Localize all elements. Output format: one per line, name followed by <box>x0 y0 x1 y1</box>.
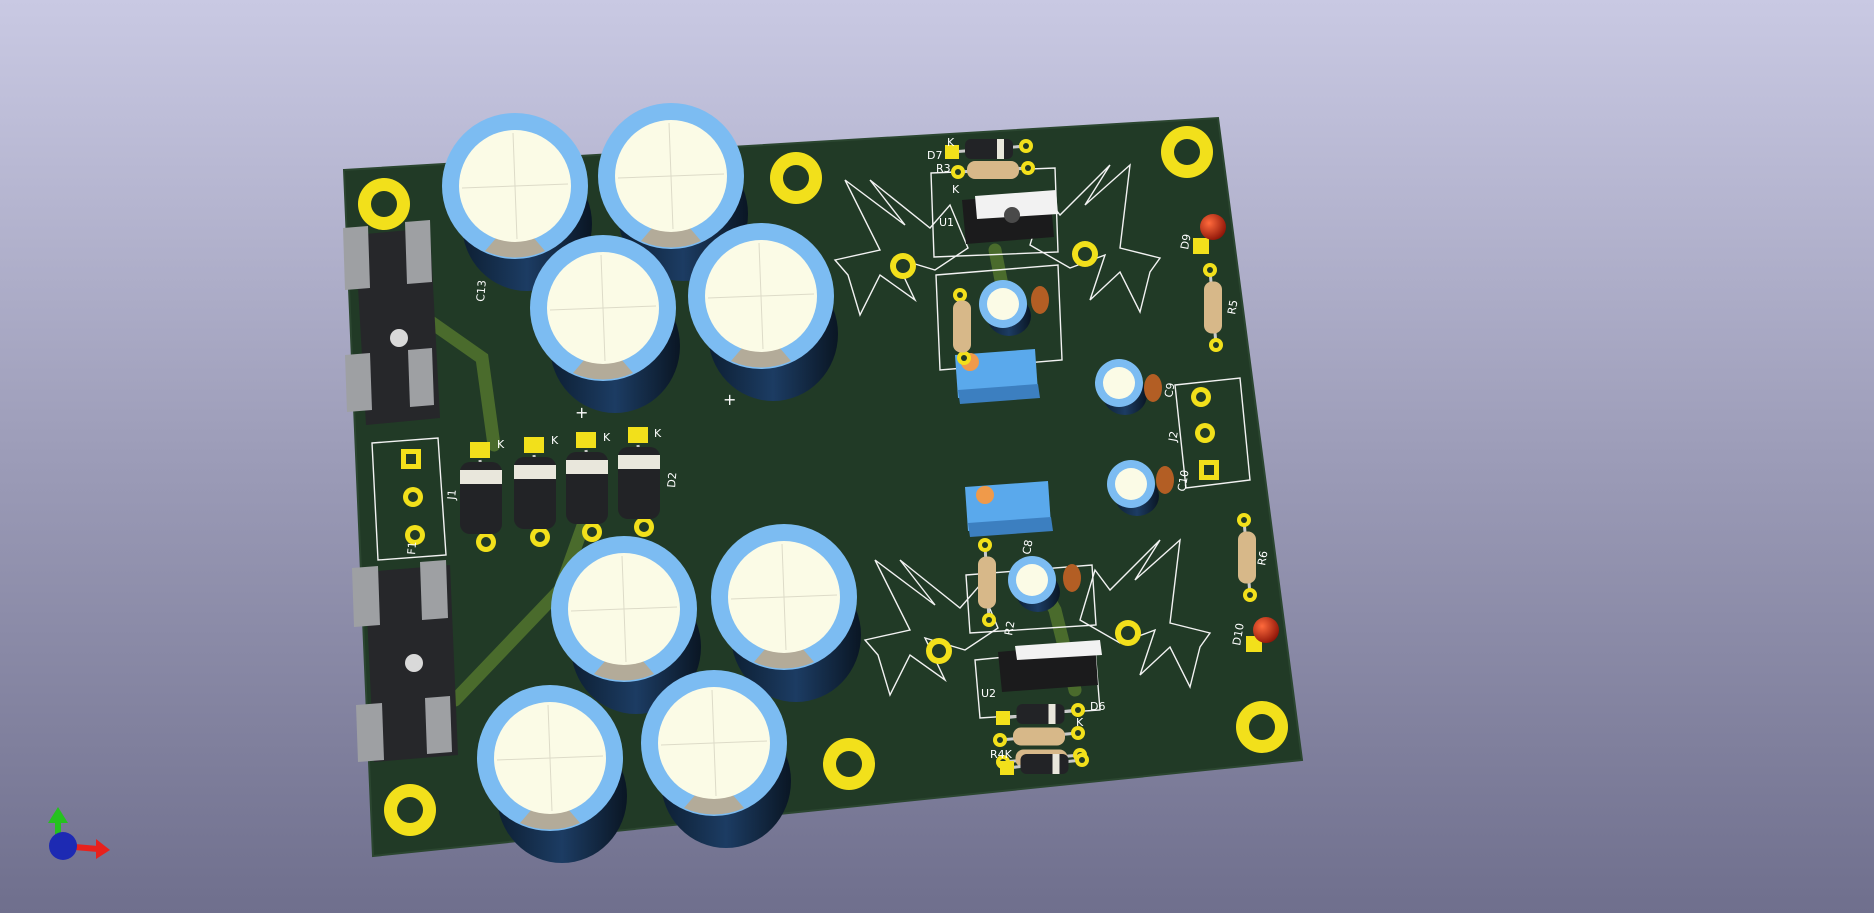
regulator-u2 <box>998 640 1102 692</box>
label-d2: D2 <box>665 472 679 489</box>
mounting-hole-1 <box>358 178 410 230</box>
electrolytic-capacitor-3 <box>530 235 680 413</box>
electrolytic-capacitor-4 <box>688 223 838 401</box>
mounting-holes <box>358 126 1288 836</box>
mounting-hole-5 <box>823 738 875 790</box>
label-k1: K <box>497 438 505 451</box>
resistor-5 <box>978 538 996 627</box>
electrolytic-capacitors <box>442 103 861 863</box>
resistor-3 <box>1203 263 1223 352</box>
electrolytic-capacitor-7 <box>477 685 627 863</box>
label-k2: K <box>551 434 559 447</box>
electrolytic-capacitor-8 <box>641 670 791 848</box>
resistor-6 <box>993 726 1085 747</box>
label-r4k: R4K <box>990 748 1013 761</box>
resistor-2 <box>953 288 971 365</box>
connector-j1 <box>401 449 425 545</box>
label-k3: K <box>603 431 611 444</box>
silkscreen-labels: C13 J1 F1 D2 U1 U2 D7 R3 D9 R5 C9 C10 J2… <box>405 136 1270 761</box>
resistors <box>951 161 1257 769</box>
small-diode-1 <box>945 139 1033 159</box>
small-capacitors <box>979 280 1174 612</box>
label-r2: R2 <box>1002 620 1017 637</box>
small-diodes <box>945 139 1089 775</box>
rectifier-diode-2 <box>514 437 556 547</box>
small-capacitor-1 <box>979 280 1049 336</box>
label-k5: K <box>947 136 955 149</box>
small-diode-2 <box>996 703 1085 725</box>
connector-j2 <box>1191 387 1219 480</box>
heatsink-outline-bottom <box>863 538 1212 697</box>
small-capacitor-3 <box>1107 460 1174 516</box>
mounting-hole-6 <box>384 784 436 836</box>
electrolytic-capacitor-5 <box>551 536 701 714</box>
rectifier-diode-3 <box>566 432 608 542</box>
label-c8: C8 <box>1020 539 1035 556</box>
label-u2: U2 <box>981 687 996 700</box>
mounting-hole-4 <box>1236 701 1288 753</box>
rectifier-diode-4 <box>618 427 660 537</box>
label-j2: J2 <box>1166 430 1181 443</box>
label-d10: D10 <box>1230 622 1247 646</box>
rectifier-diode-1 <box>460 442 502 552</box>
electrolytic-capacitor-6 <box>711 524 861 702</box>
mounting-hole-3 <box>1161 126 1213 178</box>
resistor-1 <box>951 161 1035 179</box>
label-r6: R6 <box>1255 550 1270 567</box>
fuse-holder-f2-bottom <box>352 560 458 762</box>
label-c13: C13 <box>474 280 489 303</box>
label-plus-2: + <box>723 390 736 409</box>
small-capacitor-4 <box>1008 556 1081 612</box>
label-d6: D6 <box>1090 700 1105 713</box>
z-axis-icon <box>49 832 77 860</box>
small-capacitor-2 <box>1095 359 1162 415</box>
label-f1: F1 <box>405 541 419 555</box>
label-r5: R5 <box>1225 299 1240 316</box>
led-d10 <box>1246 617 1279 652</box>
regulator-u1 <box>962 190 1058 244</box>
label-u1: U1 <box>939 216 954 229</box>
label-d9: D9 <box>1178 233 1193 250</box>
x-axis-arrow-icon <box>96 839 110 859</box>
axis-orientation-gizmo[interactable] <box>48 807 110 860</box>
label-r3: R3 <box>936 162 951 175</box>
label-c10: C10 <box>1175 469 1192 493</box>
label-plus-1: + <box>575 403 588 422</box>
label-d7: D7 <box>927 149 942 162</box>
heatsink-holes <box>890 241 1141 664</box>
mounting-hole-2 <box>770 152 822 204</box>
small-diode-3 <box>1000 753 1089 775</box>
label-j1: J1 <box>445 489 459 501</box>
label-k6: K <box>952 183 960 196</box>
label-c9: C9 <box>1162 382 1177 399</box>
trimmer-potentiometer-1 <box>955 349 1040 404</box>
trimmer-potentiometer-2 <box>965 481 1053 537</box>
y-axis-arrow-icon <box>48 807 68 823</box>
label-k4: K <box>654 427 662 440</box>
label-k7: K <box>1076 716 1084 729</box>
resistor-4 <box>1237 513 1257 602</box>
rectifier-diodes <box>460 427 660 552</box>
fuse-holder-f1-top <box>343 220 440 425</box>
led-d9 <box>1193 214 1226 254</box>
